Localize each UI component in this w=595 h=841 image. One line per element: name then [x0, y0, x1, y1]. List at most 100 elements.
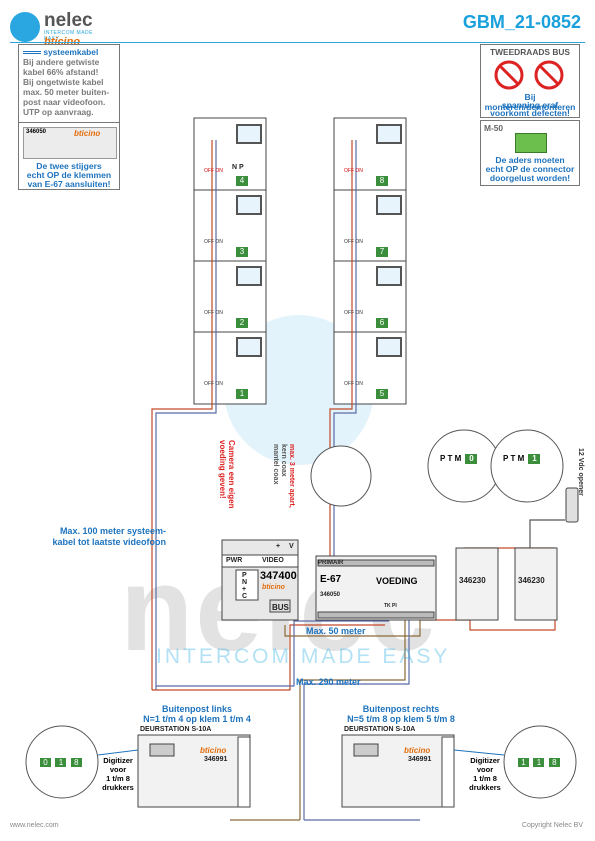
system-distance-line-1: Max. 100 meter systeem- — [59, 526, 166, 536]
address-digit: 7 — [376, 247, 388, 257]
bus-label: BUS — [272, 603, 289, 612]
monitor-icon — [236, 195, 262, 215]
digit-1: 1 — [55, 758, 67, 767]
connector-caption-2: echt OP de connector — [485, 164, 575, 174]
riser-caption-3: van E-67 aansluiten! — [27, 179, 111, 189]
videophone-7: OFF ON 7 — [340, 191, 404, 262]
monitor-icon — [376, 266, 402, 286]
power-terminals: TK PI — [384, 603, 397, 609]
videophone-8: OFF ON 8 — [340, 120, 404, 191]
videophone-2: OFF ON 2 — [200, 262, 264, 333]
primair-label: PRIMAIR — [318, 560, 344, 566]
digitizer-line-2: voor — [109, 765, 127, 774]
door-opener — [565, 487, 579, 523]
videophone-1: OFF ON 1 — [200, 333, 264, 404]
power-part: 346050 — [320, 592, 341, 598]
riser-caption-2: echt OP de klemmen — [26, 170, 112, 180]
coax-note-line-3: mantel coax — [272, 444, 279, 485]
monitor-icon — [376, 337, 402, 357]
warning-line-1: Bij monteren/demonteren — [484, 92, 576, 112]
bus-title: TWEEDRAADS BUS — [489, 47, 571, 57]
coax-bubble — [310, 445, 372, 507]
cfg-t: T — [447, 454, 453, 463]
m50-label: M-50 — [484, 123, 504, 133]
watermark-tagline: INTERCOM MADE EASY — [156, 645, 451, 668]
digitizer-line-3: 1 t/m 8 — [473, 774, 497, 783]
cfg-p: P — [440, 454, 446, 463]
system-distance-label: Max. 100 meter systeem- kabel tot laatst… — [30, 526, 166, 548]
off-on-switch: OFF ON — [204, 168, 223, 174]
cable-note-line: kabel 66% afstand! — [23, 67, 99, 77]
door-left-title-2: N=1 t/m 4 op klem 1 t/m 4 — [143, 714, 251, 724]
off-on-switch: OFF ON — [204, 310, 223, 316]
camera-note: Camera een eigen voeding geven! — [218, 440, 236, 508]
door-right-title-1: Buitenpost rechts — [362, 704, 440, 714]
cable-note-line: max. 50 meter buiten- — [23, 87, 110, 97]
door-left-code: 346991 — [204, 756, 228, 763]
camera-note-line-2: voeding geven! — [218, 440, 227, 499]
terminal-plus: + — [242, 586, 247, 593]
digitizer-right-digits: 1 1 8 — [518, 752, 560, 770]
digitizer-left-label: Digitizer voor 1 t/m 8 drukkers — [100, 756, 136, 792]
digit-0: 0 — [40, 758, 51, 767]
camera-note-line-1: Camera een eigen — [227, 440, 236, 509]
opener-label: 12 Vdc opener — [577, 448, 584, 496]
terminal-c: C — [242, 593, 248, 600]
relay-dip-1: 0 — [465, 454, 478, 464]
partner-mark: bticino — [74, 129, 101, 138]
address-digit: 6 — [376, 318, 388, 328]
videophone-3: OFF ON 3 — [200, 191, 264, 262]
footer-copyright: Copyright Nelec BV — [521, 822, 583, 829]
cable-note-line: Bij ongetwiste kabel — [23, 77, 104, 87]
digitizer-line-4: drukkers — [469, 783, 501, 792]
digitizer-line-2: voor — [476, 765, 494, 774]
digit-2: 8 — [70, 758, 82, 767]
cfg-m: M — [517, 454, 525, 463]
off-on-switch: OFF ON — [204, 239, 223, 245]
off-on-switch: OFF ON — [204, 381, 223, 387]
phones-left-list: N P OFF ON 4 OFF ON 3 OFF ON 2 OFF ON 1 — [200, 120, 264, 402]
cfg-m: M — [454, 454, 462, 463]
videophone-5: OFF ON 5 — [340, 333, 404, 404]
monitor-icon — [376, 195, 402, 215]
warning-line-2: spanning eraf — [501, 100, 559, 110]
brand-name: nelec — [44, 10, 93, 31]
door-left-title-1: Buitenpost links — [161, 704, 232, 714]
terminal-n: N — [242, 579, 248, 586]
off-on-switch: OFF ON — [344, 168, 363, 174]
distance-290-label: Max. 290 meter — [296, 677, 361, 687]
door-left-model: DEURSTATION S-10A — [140, 726, 212, 733]
video-label: VIDEO — [262, 557, 284, 564]
cfg-t: T — [510, 454, 516, 463]
no-power-icon — [494, 60, 564, 90]
door-right-title: Buitenpost rechts N=5 t/m 8 op klem 5 t/… — [344, 704, 458, 724]
address-digit: 5 — [376, 389, 388, 399]
off-on-switch: OFF ON — [344, 381, 363, 387]
off-on-switch: OFF ON — [344, 239, 363, 245]
cfg-p: P — [503, 454, 509, 463]
relay-code-2: 346230 — [518, 576, 545, 585]
system-distance-line-2: kabel tot laatste videofoon — [52, 537, 166, 547]
door-right-model: DEURSTATION S-10A — [344, 726, 416, 733]
videophone-6: OFF ON 6 — [340, 262, 404, 333]
riser-note: 346050 bticino De twee stijgers echt OP … — [18, 122, 120, 190]
video-unit-terminals: P N + C — [242, 572, 247, 600]
riser-caption-1: De twee stijgers — [36, 161, 102, 171]
nelec-logo-icon — [10, 12, 40, 42]
address-digit: 3 — [236, 247, 248, 257]
p-label: P — [239, 164, 244, 171]
digitizer-right-label: Digitizer voor 1 t/m 8 drukkers — [467, 756, 503, 792]
monitor-icon — [236, 124, 262, 144]
relay-config-1: P T M 0 — [440, 454, 478, 464]
digitizer-line-3: 1 t/m 8 — [106, 774, 130, 783]
videophone-4: N P OFF ON 4 — [200, 120, 264, 191]
bus-warning-note: TWEEDRAADS BUS Bij monteren/demonteren s… — [480, 44, 580, 118]
cable-note-line: post naar videofoon. — [23, 97, 106, 107]
document-code: GBM_21-0852 — [462, 12, 581, 32]
door-left-brand: bticino — [200, 746, 227, 755]
footer-website[interactable]: www.nelec.com — [10, 822, 59, 829]
brand-tagline: INTERCOM MADE EASY — [44, 30, 93, 42]
cable-note-line: UTP op aanvraag. — [23, 107, 94, 117]
off-on-switch: OFF ON — [344, 310, 363, 316]
monitor-icon — [376, 124, 402, 144]
